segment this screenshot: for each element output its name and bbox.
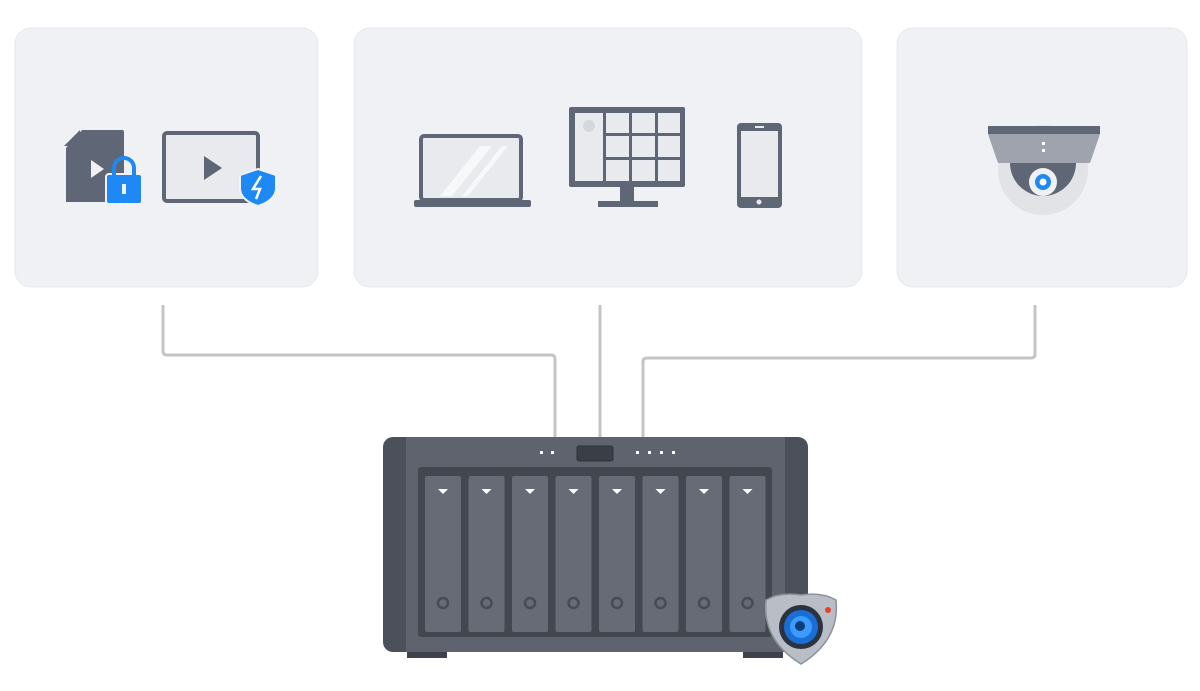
tray-lock-icon bbox=[523, 596, 537, 610]
tray-lock-icon bbox=[741, 596, 754, 610]
drive-tray[interactable] bbox=[599, 476, 635, 632]
smartphone-icon bbox=[737, 123, 782, 208]
tray-release-icon bbox=[481, 489, 492, 494]
nas-drive-panel bbox=[418, 467, 772, 637]
tray-lock-icon bbox=[567, 596, 580, 610]
drive-tray[interactable] bbox=[512, 476, 548, 632]
nas-server bbox=[383, 437, 808, 658]
protected-video-player-icon bbox=[162, 131, 277, 208]
tray-lock-icon bbox=[436, 596, 450, 610]
tray-release-icon bbox=[612, 489, 622, 494]
drive-tray[interactable] bbox=[555, 476, 592, 632]
tray-release-icon bbox=[568, 489, 579, 494]
dome-camera-icon bbox=[988, 125, 1100, 215]
nas-display bbox=[576, 445, 614, 462]
tray-lock-icon bbox=[654, 596, 667, 610]
laptop-icon bbox=[414, 134, 531, 207]
nas-status-leds bbox=[540, 451, 675, 454]
tray-lock-icon bbox=[610, 596, 624, 610]
tray-release-icon bbox=[699, 489, 709, 494]
desktop-monitor-icon bbox=[569, 107, 685, 207]
tray-release-icon bbox=[438, 489, 448, 494]
tray-release-icon bbox=[742, 489, 753, 494]
tray-lock-icon bbox=[480, 596, 493, 610]
tray-lock-icon bbox=[697, 596, 711, 610]
tray-release-icon bbox=[525, 489, 535, 494]
drive-tray[interactable] bbox=[642, 476, 679, 632]
drive-tray[interactable] bbox=[686, 476, 722, 632]
connector-ip-camera bbox=[641, 305, 1037, 437]
drive-tray[interactable] bbox=[729, 476, 766, 632]
tray-release-icon bbox=[655, 489, 666, 494]
drive-tray[interactable] bbox=[425, 476, 461, 632]
surveillance-camera-shield-icon bbox=[764, 593, 838, 665]
locked-video-file-icon bbox=[64, 130, 143, 205]
connector-protected-media bbox=[161, 305, 557, 437]
drive-tray[interactable] bbox=[468, 476, 505, 632]
